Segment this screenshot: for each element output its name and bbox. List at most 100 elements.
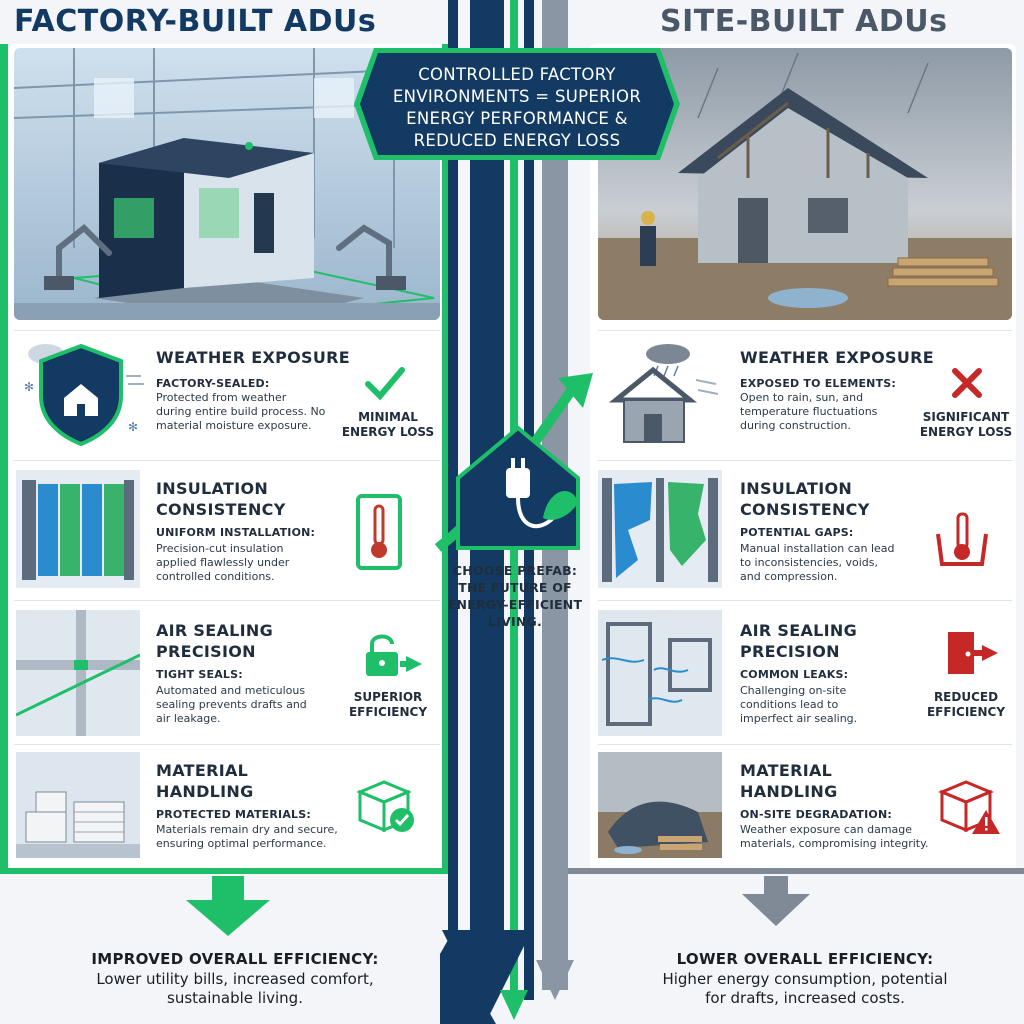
gapped-insulation-icon	[598, 470, 722, 588]
right-row-2-body: Manual installation can lead to inconsis…	[740, 542, 930, 584]
status-line: SIGNIFICANT	[922, 410, 1010, 424]
right-row-4-subtitle: ON-SITE DEGRADATION:	[740, 808, 892, 821]
center-line-4: LIVING.	[488, 614, 542, 629]
left-row-3-subtitle: TIGHT SEALS:	[156, 668, 243, 681]
center-line-1: CHOOSE PREFAB:	[452, 563, 578, 578]
body-line: to inconsistencies, voids,	[740, 556, 878, 569]
right-bottom-accent	[560, 868, 1024, 874]
bottom-line: Lower utility bills, increased comfort,	[96, 970, 374, 988]
tarp-lumber-icon	[598, 752, 722, 858]
left-row-1-title: WEATHER EXPOSURE	[156, 348, 351, 367]
status-line: ENERGY LOSS	[919, 425, 1013, 439]
body-line: Open to rain, sun, and	[740, 391, 864, 404]
right-row-4-body: Weather exposure can damage materials, c…	[740, 823, 970, 851]
left-bottom-body: Lower utility bills, increased comfort, …	[40, 970, 430, 1008]
status-line: SUPERIOR	[353, 690, 423, 704]
left-row-1-status: MINIMAL ENERGY LOSS	[336, 410, 440, 440]
energy-banner: CONTROLLED FACTORY ENVIRONMENTS = SUPERI…	[352, 46, 682, 162]
svg-text:✻: ✻	[128, 420, 138, 434]
left-row-3-body: Automated and meticulous sealing prevent…	[156, 684, 356, 726]
left-row-2-title: INSULATION CONSISTENCY	[156, 478, 286, 520]
center-line-3: ENERGY-EFFICIENT	[447, 597, 583, 612]
box-check-icon	[356, 780, 414, 833]
row-divider	[14, 600, 440, 601]
body-line: Challenging on-site	[740, 684, 847, 697]
title-line: PRECISION	[156, 642, 256, 661]
row-divider	[598, 600, 1012, 601]
right-row-3-status: REDUCED EFFICIENCY	[914, 690, 1018, 720]
checkmark-icon	[365, 367, 405, 401]
x-mark-icon	[952, 368, 982, 398]
status-line: ENERGY LOSS	[341, 425, 435, 439]
row-divider	[14, 330, 440, 331]
body-line: Weather exposure can damage	[740, 823, 913, 836]
right-row-2-title: INSULATION CONSISTENCY	[740, 478, 870, 520]
right-bottom-title: LOWER OVERALL EFFICIENCY:	[676, 950, 934, 968]
status-line: EFFICIENCY	[348, 705, 428, 719]
right-down-arrow-icon	[742, 876, 810, 926]
site-title: SITE-BUILT ADUs	[660, 4, 948, 39]
banner-line-1: CONTROLLED FACTORY	[418, 65, 616, 84]
body-line: Manual installation can lead	[740, 542, 895, 555]
left-row-3-title: AIR SEALING PRECISION	[156, 620, 273, 662]
row-divider	[598, 460, 1012, 461]
insulation-panel-icon	[16, 470, 140, 588]
banner-line-4: REDUCED ENERGY LOSS	[413, 131, 621, 150]
body-line: sealing prevents drafts and	[156, 698, 307, 711]
body-line: temperature fluctuations	[740, 405, 878, 418]
left-row-4-body: Materials remain dry and secure, ensurin…	[156, 823, 366, 851]
right-row-3-title: AIR SEALING PRECISION	[740, 620, 857, 662]
body-line: Materials remain dry and secure,	[156, 823, 338, 836]
body-line: ensuring optimal performance.	[156, 837, 327, 850]
bottom-line: for drafts, increased costs.	[705, 989, 905, 1007]
left-inner-accent	[442, 44, 448, 874]
body-line: Precision-cut insulation	[156, 542, 284, 555]
body-line: materials, compromising integrity.	[740, 837, 929, 850]
svg-text:✻: ✻	[24, 380, 34, 394]
left-row-1-subtitle: FACTORY-SEALED:	[156, 377, 270, 390]
right-row-3-subtitle: COMMON LEAKS:	[740, 668, 849, 681]
right-row-1-body: Open to rain, sun, and temperature fluct…	[740, 391, 920, 433]
left-row-1-body: Protected from weather during entire bui…	[156, 391, 356, 433]
row-divider	[14, 744, 440, 745]
left-row-2-subtitle: UNIFORM INSTALLATION:	[156, 526, 316, 539]
center-line-2: THE FUTURE OF	[458, 580, 572, 595]
title-line: HANDLING	[740, 782, 838, 801]
right-row-1-subtitle: EXPOSED TO ELEMENTS:	[740, 377, 897, 390]
right-bottom-body: Higher energy consumption, potential for…	[610, 970, 1000, 1008]
banner-line-3: ENERGY PERFORMANCE &	[406, 109, 628, 128]
status-line: EFFICIENCY	[926, 705, 1006, 719]
title-line: MATERIAL	[156, 761, 249, 780]
left-row-2-body: Precision-cut insulation applied flawles…	[156, 542, 356, 584]
body-line: controlled conditions.	[156, 570, 275, 583]
title-line: CONSISTENCY	[156, 500, 286, 519]
sealed-joint-icon	[16, 610, 140, 736]
right-row-2-subtitle: POTENTIAL GAPS:	[740, 526, 854, 539]
left-accent-bar	[0, 44, 8, 874]
body-line: material moisture exposure.	[156, 419, 312, 432]
body-line: air leakage.	[156, 712, 221, 725]
left-row-4-subtitle: PROTECTED MATERIALS:	[156, 808, 311, 821]
banner-shape	[354, 48, 680, 160]
status-line: REDUCED	[933, 690, 999, 704]
factory-title: FACTORY-BUILT ADUs	[14, 4, 377, 39]
right-row-1-status: SIGNIFICANT ENERGY LOSS	[914, 410, 1018, 440]
title-line: INSULATION	[156, 479, 269, 498]
body-line: and compression.	[740, 570, 838, 583]
left-down-arrow-icon	[186, 876, 270, 936]
right-row-1-title: WEATHER EXPOSURE	[740, 348, 935, 367]
left-bottom-title: IMPROVED OVERALL EFFICIENCY:	[91, 950, 379, 968]
banner-line-2: ENVIRONMENTS = SUPERIOR	[392, 87, 642, 106]
right-row-3-body: Challenging on-site conditions lead to i…	[740, 684, 920, 726]
body-line: during entire build process. No	[156, 405, 326, 418]
status-line: MINIMAL	[358, 410, 418, 424]
row-divider	[14, 460, 440, 461]
door-exit-icon	[948, 632, 998, 674]
bottom-line: sustainable living.	[167, 989, 303, 1007]
left-row-3-status: SUPERIOR EFFICIENCY	[336, 690, 440, 720]
title-line: AIR SEALING	[156, 621, 274, 640]
title-line: MATERIAL	[740, 761, 833, 780]
leaky-window-icon	[598, 610, 722, 736]
shield-house-icon: ✻ ✻	[24, 343, 144, 447]
body-line: during construction.	[740, 419, 851, 432]
